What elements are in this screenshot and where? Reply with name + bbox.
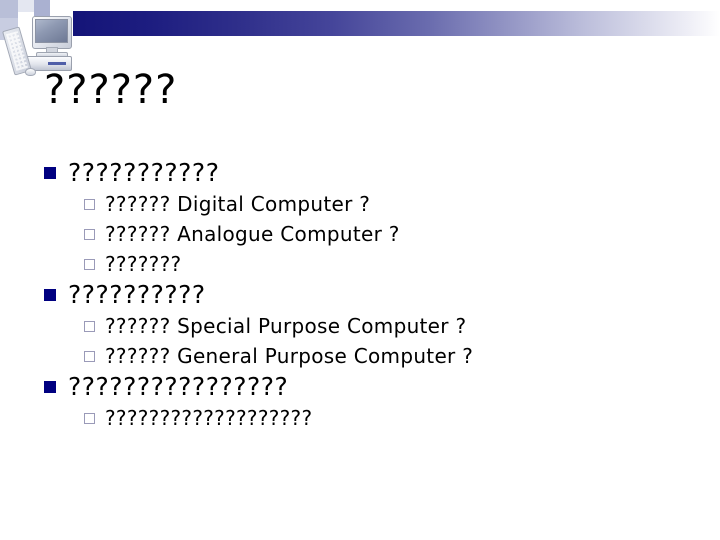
- monitor-screen: [35, 19, 68, 43]
- bullet-level1-label: ??????????: [68, 280, 206, 309]
- bullet-level2: ?????? General Purpose Computer ?: [40, 342, 700, 370]
- bullet-hollow-square-icon: [84, 229, 95, 240]
- bullet-level2-label: ?????? General Purpose Computer ?: [105, 344, 474, 368]
- deco-square-1: [0, 0, 18, 18]
- bullet-level2-label: ?????? Analogue Computer ?: [105, 222, 400, 246]
- bullet-level1: ???????????: [40, 158, 700, 188]
- bullet-hollow-square-icon: [84, 199, 95, 210]
- mouse: [25, 68, 36, 76]
- bullet-level1: ????????????????: [40, 372, 700, 402]
- bullet-level2: ?????? Analogue Computer ?: [40, 220, 700, 248]
- bullet-square-icon: [44, 381, 56, 393]
- bullet-hollow-square-icon: [84, 321, 95, 332]
- desktop-computer-clipart-icon: [2, 12, 76, 76]
- bullet-level2-label: ?????? Digital Computer ?: [105, 192, 371, 216]
- computer-case-slot: [48, 62, 66, 65]
- bullet-level2-label: ???????????????????: [105, 406, 313, 430]
- deco-square-3: [34, 0, 50, 16]
- bullet-square-icon: [44, 167, 56, 179]
- header-gradient-bar: [73, 11, 720, 36]
- bullet-level1-label: ???????????: [68, 158, 220, 187]
- bullet-level2: ?????? Digital Computer ?: [40, 190, 700, 218]
- bullet-hollow-square-icon: [84, 413, 95, 424]
- bullet-hollow-square-icon: [84, 259, 95, 270]
- bullet-level2: ?????? Special Purpose Computer ?: [40, 312, 700, 340]
- bullet-level2: ???????: [40, 250, 700, 278]
- slide-title: ??????: [44, 67, 178, 113]
- bullet-level2-label: ?????? Special Purpose Computer ?: [105, 314, 467, 338]
- bullet-square-icon: [44, 289, 56, 301]
- bullet-level2-label: ???????: [105, 252, 182, 276]
- bullet-level1: ??????????: [40, 280, 700, 310]
- bullet-level2: ???????????????????: [40, 404, 700, 432]
- deco-square-4: [18, 0, 34, 12]
- bullet-hollow-square-icon: [84, 351, 95, 362]
- slide-body-content: ??????????? ?????? Digital Computer ? ??…: [40, 158, 700, 434]
- bullet-level1-label: ????????????????: [68, 372, 289, 401]
